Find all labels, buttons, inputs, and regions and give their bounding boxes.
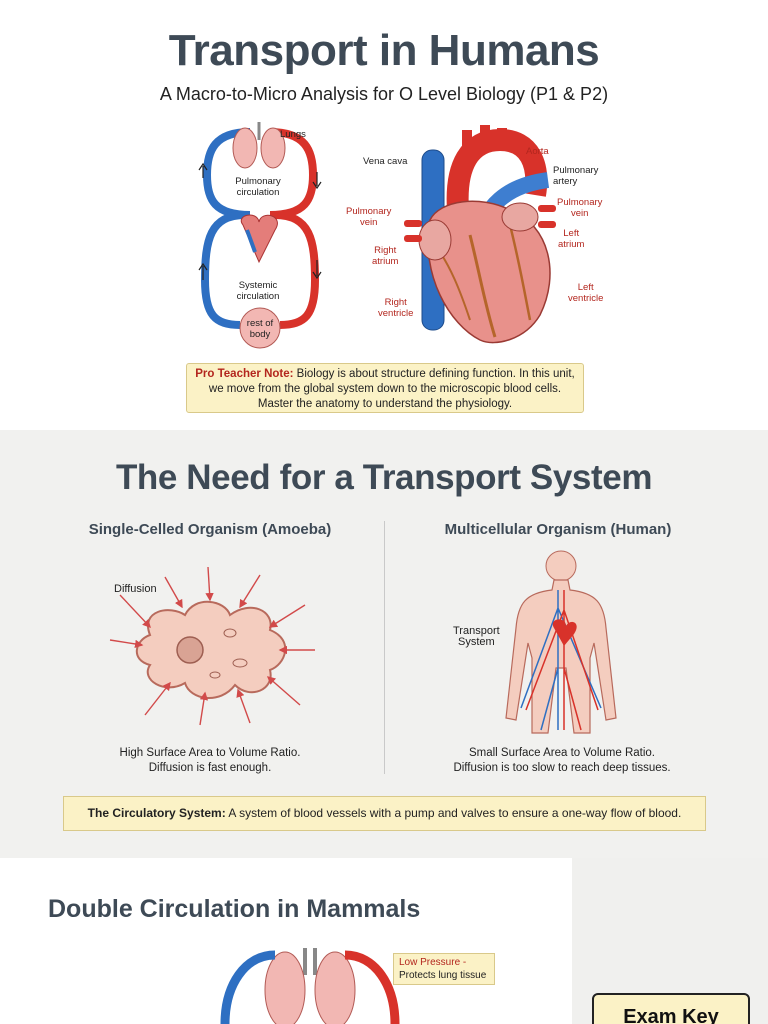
teacher-note-label: Pro Teacher Note:	[195, 368, 294, 380]
section-title-double-circulation: Double Circulation in Mammals	[48, 895, 421, 923]
label-lungs: Lungs	[280, 129, 306, 140]
label-right-atrium: Right atrium	[372, 245, 399, 267]
page-subtitle: A Macro-to-Micro Analysis for O Level Bi…	[159, 84, 609, 104]
teacher-note-text: Biology is about structure defining func…	[208, 368, 575, 410]
exam-key-box: Exam Key	[592, 993, 750, 1024]
page-title: Transport in Humans	[168, 26, 600, 75]
definition-term: The Circulatory System:	[87, 806, 226, 820]
label-vena-cava: Vena cava	[363, 156, 408, 167]
label-pulmonary-vein-left: Pulmonary vein	[346, 206, 392, 228]
double-circulation-lungs-diagram	[220, 948, 400, 1024]
definition-circulatory-system: The Circulatory System: A system of bloo…	[63, 796, 706, 831]
label-pulmonary-vein-right: Pulmonary vein	[557, 197, 603, 219]
section-overview	[0, 0, 768, 430]
label-left-atrium: Left atrium	[558, 228, 585, 250]
low-pressure-callout: Low Pressure - Protects lung tissue	[393, 953, 495, 985]
human-circulation-diagram	[505, 550, 617, 734]
label-diffusion: Diffusion	[114, 583, 157, 595]
column-divider	[384, 521, 385, 774]
low-pressure-label: Low Pressure -	[399, 957, 467, 968]
label-pulmonary-circulation: Pulmonary circulation	[235, 176, 281, 198]
caption-multicellular: Small Surface Area to Volume Ratio. Diff…	[453, 747, 671, 774]
label-systemic-circulation: Systemic circulation	[236, 280, 280, 302]
caption-single-celled: High Surface Area to Volume Ratio. Diffu…	[119, 747, 301, 774]
section-title-transport-need: The Need for a Transport System	[115, 458, 653, 497]
heading-single-celled: Single-Celled Organism (Amoeba)	[88, 521, 332, 538]
label-aorta: Aorta	[526, 146, 549, 157]
definition-text: A system of blood vessels with a pump an…	[225, 806, 682, 820]
circulation-loop-diagram	[198, 122, 322, 349]
heart-anatomy-diagram	[404, 125, 556, 344]
teacher-note: Pro Teacher Note: Biology is about struc…	[186, 363, 584, 413]
amoeba-diagram	[109, 566, 315, 726]
heading-multicellular: Multicellular Organism (Human)	[444, 521, 672, 538]
label-rest-of-body: rest of body	[246, 318, 274, 340]
label-pulmonary-artery: Pulmonary artery	[553, 165, 599, 187]
low-pressure-text: Protects lung tissue	[399, 970, 487, 981]
label-right-ventricle: Right ventricle	[378, 297, 414, 319]
label-left-ventricle: Left ventricle	[568, 282, 604, 304]
label-transport-system: Transport System	[453, 625, 500, 648]
